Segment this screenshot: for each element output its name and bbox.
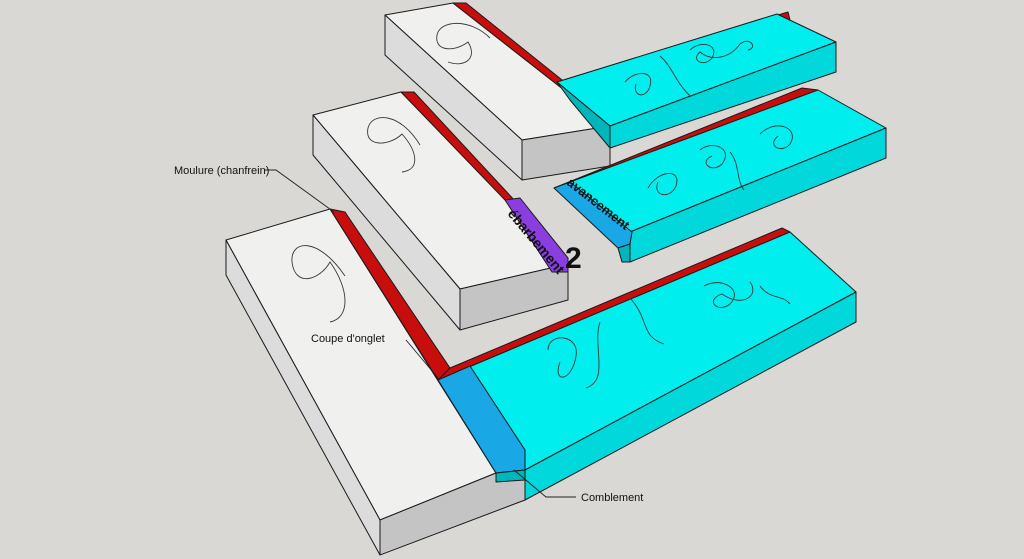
- middle-white-board-end-face: [459, 263, 569, 331]
- comblement-callout: Comblement: [513, 469, 643, 504]
- comblement-label: Comblement: [581, 492, 643, 504]
- ebarbement-strip: [504, 197, 569, 273]
- middle-white-board: [312, 91, 569, 331]
- wood-grain-swirl: [624, 40, 753, 97]
- coupe-callout: Coupe d'onglet: [311, 333, 439, 379]
- wood-grain-swirl: [647, 125, 793, 196]
- avancement-strip: [553, 181, 633, 249]
- top-cyan-board: [556, 13, 837, 149]
- wood-grain-swirl: [436, 23, 491, 65]
- middle-cyan-board-notch: [617, 243, 631, 263]
- moulure-leader-line: [264, 169, 335, 213]
- wood-grain-swirl: [547, 281, 791, 389]
- top-white-board: [384, 2, 611, 181]
- middle-cyan-board: avancement: [553, 89, 887, 263]
- coupe-label: Coupe d'onglet: [311, 333, 385, 345]
- bottom-cyan-board: [437, 231, 857, 501]
- bottom-cyan-board-front-face: [524, 291, 857, 501]
- coupe-leader-line: [405, 339, 439, 379]
- top-cyan-board-notch: [556, 81, 611, 149]
- comblement-leader-line: [513, 469, 576, 498]
- step-number: 2: [565, 242, 582, 275]
- comblement-strip: [437, 365, 526, 474]
- wood-grain-swirl: [291, 245, 346, 323]
- moulure-label: Moulure (chanfrein): [174, 165, 269, 177]
- bottom-white-board: [225, 208, 526, 556]
- wood-grain-swirl: [367, 117, 421, 173]
- moulure-callout: Moulure (chanfrein): [174, 165, 335, 213]
